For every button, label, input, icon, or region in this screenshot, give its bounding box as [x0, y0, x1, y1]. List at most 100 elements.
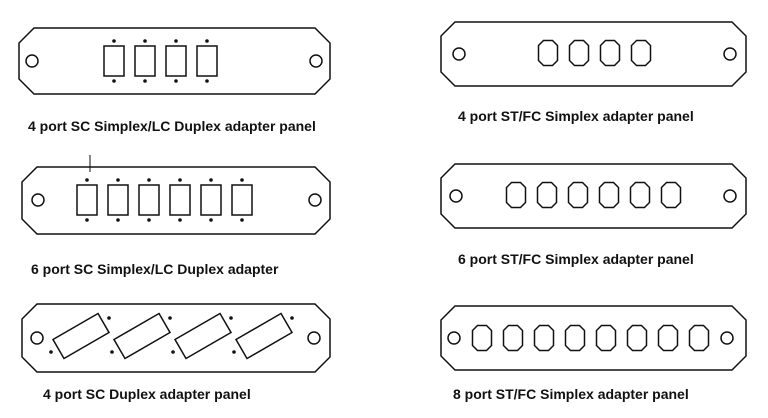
- screw-dot: [116, 218, 120, 222]
- sc-port-opening: [165, 45, 187, 77]
- screw-dot: [112, 79, 116, 83]
- st-port-opening: [471, 324, 493, 352]
- adapter-port: [138, 178, 160, 222]
- st-port-opening: [502, 324, 524, 352]
- screw-dot: [147, 178, 151, 182]
- adapter-port: [630, 39, 652, 67]
- screw-dot: [205, 79, 209, 83]
- screw-dot: [107, 316, 111, 320]
- screw-dot: [174, 39, 178, 43]
- sc-port-opening: [196, 45, 218, 77]
- adapter-port: [107, 178, 129, 222]
- adapter-port: [537, 39, 559, 67]
- sc-port-opening: [231, 184, 253, 216]
- sc-port-opening: [134, 45, 156, 77]
- screw-dot: [143, 39, 147, 43]
- panel-stfc4-mount-hole-right: [723, 47, 737, 61]
- panel-stfc8: [440, 305, 747, 371]
- adapter-port: [567, 181, 589, 209]
- screw-dot: [290, 316, 294, 320]
- st-port-opening: [657, 324, 679, 352]
- st-port-opening: [505, 181, 527, 209]
- panel-stfc4: [440, 21, 747, 87]
- screw-dot: [171, 350, 175, 354]
- st-port-opening: [660, 181, 682, 209]
- screw-dot: [178, 178, 182, 182]
- st-port-opening: [629, 181, 651, 209]
- st-port-opening: [568, 39, 590, 67]
- adapter-port: [471, 324, 493, 352]
- st-port-opening: [536, 181, 558, 209]
- screw-dot: [229, 316, 233, 320]
- adapter-port: [171, 312, 233, 360]
- panel-stfc4-mount-hole-left: [452, 47, 466, 61]
- adapter-port: [49, 312, 111, 360]
- st-port-opening: [630, 39, 652, 67]
- screw-dot: [232, 350, 236, 354]
- adapter-port: [232, 312, 294, 360]
- adapter-port: [196, 39, 218, 83]
- adapter-port: [564, 324, 586, 352]
- adapter-port: [200, 178, 222, 222]
- st-port-opening: [537, 39, 559, 67]
- sc-port-opening: [107, 184, 129, 216]
- screw-dot: [85, 218, 89, 222]
- adapter-port: [598, 181, 620, 209]
- panel-stfc6-caption: 6 port ST/FC Simplex adapter panel: [458, 251, 694, 267]
- panel-sc4-mount-hole-left: [25, 54, 39, 68]
- panel-stfc4-plate: [440, 21, 747, 87]
- adapter-port: [134, 39, 156, 83]
- screw-dot: [147, 218, 151, 222]
- panel-sc6-mount-hole-left: [31, 193, 45, 207]
- adapter-port: [169, 178, 191, 222]
- st-port-opening: [533, 324, 555, 352]
- sc-port-opening: [76, 184, 98, 216]
- adapter-port: [688, 324, 710, 352]
- screw-dot: [110, 350, 114, 354]
- adapter-port: [505, 181, 527, 209]
- panel-stfc6-mount-hole-right: [723, 189, 737, 203]
- screw-dot: [174, 79, 178, 83]
- panel-stfc8-mount-hole-right: [720, 331, 734, 345]
- sc-port-opening: [200, 184, 222, 216]
- st-port-opening: [688, 324, 710, 352]
- panel-sc4-mount-hole-right: [309, 54, 323, 68]
- panel-stfc8-caption: 8 port ST/FC Simplex adapter panel: [453, 386, 689, 402]
- panel-scd4-caption: 4 port SC Duplex adapter panel: [43, 386, 251, 402]
- adapter-port: [533, 324, 555, 352]
- panel-stfc6-mount-hole-left: [449, 189, 463, 203]
- st-port-opening: [599, 39, 621, 67]
- sc-duplex-opening: [51, 312, 111, 360]
- sc-duplex-opening: [173, 312, 233, 360]
- sc-port-opening: [138, 184, 160, 216]
- sc-duplex-opening: [112, 312, 172, 360]
- st-port-opening: [626, 324, 648, 352]
- panel-stfc6-plate: [440, 163, 747, 229]
- panel-sc6-mount-hole-right: [308, 193, 322, 207]
- panel-sc4: [18, 27, 331, 95]
- panel-scd4: [21, 303, 331, 373]
- adapter-port: [657, 324, 679, 352]
- st-port-opening: [567, 181, 589, 209]
- panel-sc6: [21, 166, 331, 235]
- screw-dot: [116, 178, 120, 182]
- adapter-port: [231, 178, 253, 222]
- panel-sc6-caption: 6 port SC Simplex/LC Duplex adapter: [31, 261, 279, 277]
- st-port-opening: [595, 324, 617, 352]
- screw-dot: [209, 178, 213, 182]
- adapter-port: [599, 39, 621, 67]
- panel-scd4-mount-hole-right: [307, 331, 321, 345]
- adapter-port: [110, 312, 172, 360]
- screw-dot: [205, 39, 209, 43]
- adapter-port: [568, 39, 590, 67]
- adapter-port: [626, 324, 648, 352]
- adapter-port: [629, 181, 651, 209]
- adapter-port: [536, 181, 558, 209]
- screw-dot: [143, 79, 147, 83]
- sc-port-opening: [169, 184, 191, 216]
- adapter-port: [103, 39, 125, 83]
- screw-dot: [240, 218, 244, 222]
- screw-dot: [178, 218, 182, 222]
- adapter-port: [165, 39, 187, 83]
